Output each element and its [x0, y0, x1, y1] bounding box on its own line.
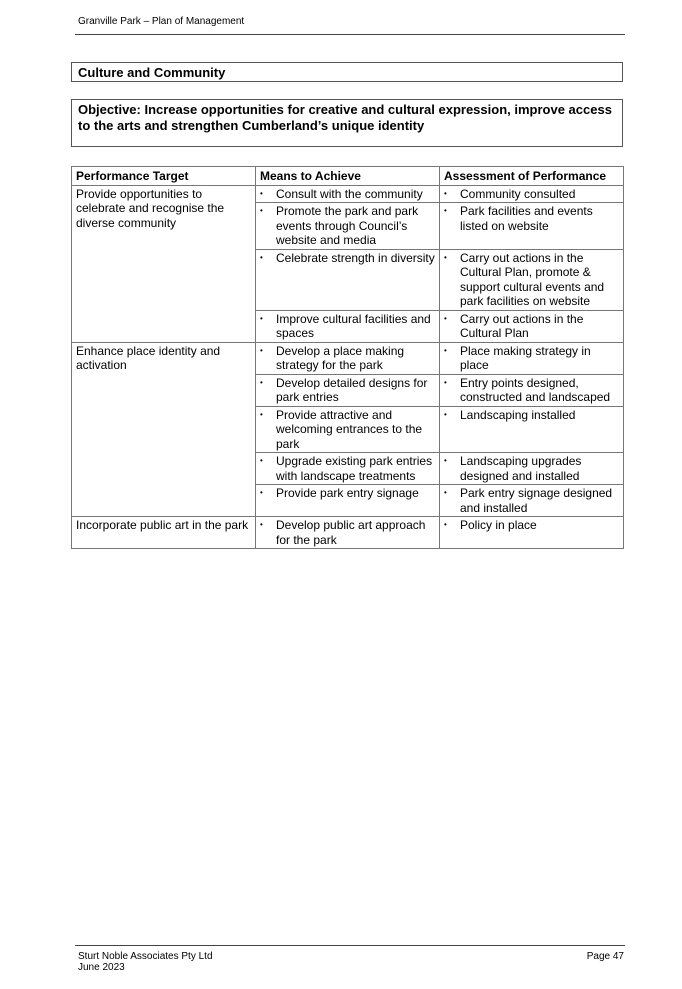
table-row: Provide opportunities to celebrate and r… — [71, 184, 624, 343]
means-text: Develop a place making strategy for the … — [276, 343, 405, 373]
bullet-icon: • — [260, 377, 263, 387]
table-row: • Develop detailed designs for park entri… — [72, 373, 624, 407]
assessment-text: Landscaping installed — [460, 407, 576, 422]
means-text: Promote the park and park events through… — [276, 204, 419, 247]
footer-company-block: Sturt Noble Associates Pty Ltd June 2023 — [78, 951, 213, 973]
bullet-icon: • — [444, 252, 447, 262]
performance-target-cell: Incorporate public art in the park — [71, 516, 256, 549]
assessment-cell: • Park entry signage designed and install… — [439, 484, 624, 517]
means-cell: • Provide attractive and welcoming entran… — [255, 405, 440, 453]
performance-target-cell: Enhance place identity and activation — [71, 341, 256, 517]
column-header-means-to-achieve: Means to Achieve — [255, 166, 440, 186]
assessment-text: Carry out actions in the Cultural Plan — [460, 311, 584, 341]
table-row: • Promote the park and park events throug… — [72, 202, 624, 250]
means-cell: • Develop public art approach for the par… — [255, 516, 440, 549]
means-cell: • Develop a place making strategy for the… — [255, 341, 440, 375]
assessment-cell: • Place making strategy in place — [439, 341, 624, 375]
bullet-icon: • — [444, 520, 447, 529]
bullet-icon: • — [444, 313, 447, 323]
table-row: Incorporate public art in the park • Deve… — [71, 516, 624, 549]
means-text: Provide attractive and welcoming entranc… — [276, 407, 423, 451]
document-header: Granville Park – Plan of Management — [78, 16, 245, 27]
assessment-cell: • Carry out actions in the Cultural Plan,… — [439, 248, 624, 311]
header-divider — [75, 34, 625, 35]
assessment-text: Community consulted — [460, 186, 576, 201]
assessment-cell: • Carry out actions in the Cultural Plan — [439, 309, 624, 343]
bullet-icon: • — [444, 206, 447, 215]
means-cell: • Develop detailed designs for park entri… — [255, 373, 440, 407]
means-cell: • Celebrate strength in diversity — [255, 248, 440, 311]
assessment-text: Entry points designed, constructed and l… — [460, 375, 611, 405]
bullet-icon: • — [444, 488, 447, 497]
bullet-icon: • — [260, 252, 263, 262]
means-cell: • Provide park entry signage — [255, 484, 440, 517]
column-header-performance-target: Performance Target — [71, 166, 256, 186]
means-text: Provide park entry signage — [276, 486, 419, 500]
bullet-icon: • — [444, 409, 447, 419]
means-text: Develop detailed designs for park entrie… — [276, 375, 428, 405]
assessment-cell: • Landscaping installed — [439, 405, 624, 453]
bullet-icon: • — [260, 488, 263, 497]
bullet-icon: • — [444, 188, 447, 198]
section-title: Culture and Community — [71, 62, 623, 82]
assessment-text: Landscaping upgrades designed and instal… — [460, 454, 582, 483]
performance-table: Performance Target Means to Achieve Asse… — [71, 166, 624, 549]
means-text: Upgrade existing park entries with lands… — [276, 454, 433, 483]
footer-company: Sturt Noble Associates Pty Ltd — [78, 951, 213, 962]
assessment-text: Place making strategy in place — [460, 343, 591, 373]
performance-target-cell: Provide opportunities to celebrate and r… — [71, 184, 256, 343]
means-cell: • Promote the park and park events throug… — [255, 202, 440, 250]
bullet-icon: • — [260, 456, 263, 465]
means-cell: • Improve cultural facilities and spaces — [255, 309, 440, 343]
bullet-icon: • — [444, 456, 447, 465]
assessment-text: Policy in place — [460, 518, 537, 532]
assessment-text: Carry out actions in the Cultural Plan, … — [460, 250, 605, 309]
column-header-assessment-of-performance: Assessment of Performance — [439, 166, 624, 186]
bullet-icon: • — [444, 377, 447, 387]
assessment-cell: • Park facilities and events listed on we… — [439, 202, 624, 250]
footer-date: June 2023 — [78, 962, 125, 973]
means-text: Develop public art approach for the park — [276, 518, 426, 547]
objective-statement: Objective: Increase opportunities for cr… — [71, 99, 623, 147]
assessment-cell: • Policy in place — [439, 516, 624, 549]
assessment-cell: • Entry points designed, constructed and … — [439, 373, 624, 407]
bullet-icon: • — [444, 345, 447, 355]
means-cell: • Consult with the community — [255, 184, 440, 203]
page-number: Page 47 — [586, 951, 624, 962]
table-row: Enhance place identity and activation • D… — [71, 341, 624, 517]
table-header-row: Performance Target Means to Achieve Asse… — [71, 166, 624, 186]
assessment-cell: • Landscaping upgrades designed and insta… — [439, 452, 624, 485]
bullet-icon: • — [260, 345, 263, 355]
bullet-icon: • — [260, 409, 263, 419]
assessment-cell: • Community consulted — [439, 184, 624, 203]
footer-divider — [75, 945, 625, 946]
means-text: Consult with the community — [276, 186, 423, 201]
table-row: • Celebrate strength in diversity • Carry … — [72, 248, 624, 311]
means-cell: • Upgrade existing park entries with land… — [255, 452, 440, 485]
table-row: • Provide park entry signage • Park entry … — [72, 484, 624, 517]
means-text: Celebrate strength in diversity — [276, 250, 435, 265]
assessment-text: Park entry signage designed and installe… — [460, 486, 613, 515]
bullet-icon: • — [260, 206, 263, 215]
bullet-icon: • — [260, 188, 263, 198]
assessment-text: Park facilities and events listed on web… — [460, 204, 593, 233]
means-text: Improve cultural facilities and spaces — [276, 311, 431, 341]
table-row: •Improve cultural facilities and spaces … — [72, 309, 624, 343]
bullet-icon: • — [260, 313, 263, 323]
bullet-icon: • — [260, 520, 263, 529]
